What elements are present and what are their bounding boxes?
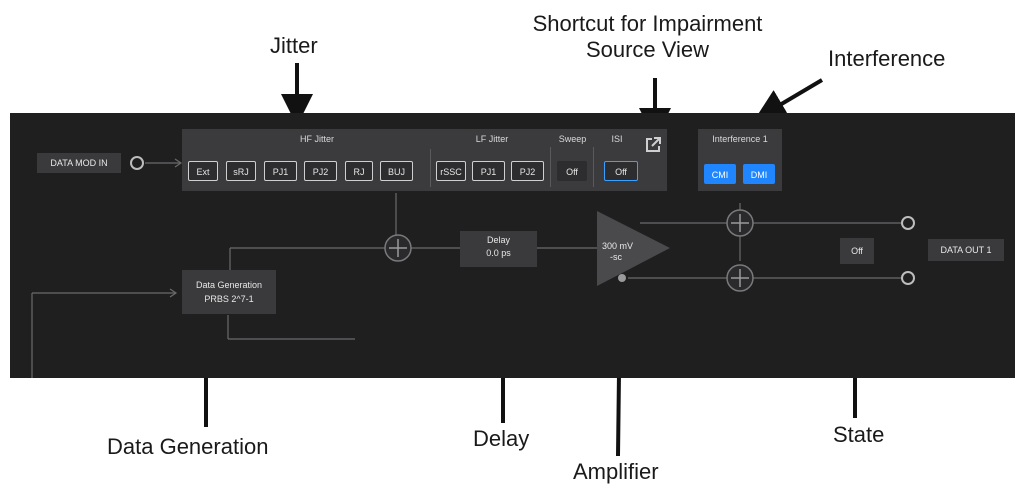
data-generation-label: Data Generation <box>195 280 263 290</box>
interference-cmi-button[interactable]: CMI <box>704 164 736 184</box>
isi-toggle[interactable]: Off <box>604 161 638 181</box>
amplifier-symbol <box>597 211 670 286</box>
delay-value: 0.0 ps <box>486 248 511 258</box>
callout-state: State <box>833 422 885 447</box>
callout-delay: Delay <box>473 426 530 451</box>
lf-jitter-pj1-button[interactable]: PJ1 <box>472 161 505 181</box>
data-out-1-label[interactable]: DATA OUT 1 <box>928 239 1004 261</box>
signal-wiring <box>31 156 915 378</box>
sweep-toggle[interactable]: Off <box>557 161 587 181</box>
data-mod-in-label[interactable]: DATA MOD IN <box>37 153 121 173</box>
interference-group: Interference 1 CMI DMI <box>698 129 782 191</box>
jitter-group: HF Jitter LF Jitter Sweep ISI Ext sRJ PJ… <box>182 129 667 191</box>
isi-title: ISI <box>611 134 623 144</box>
sweep-title: Sweep <box>558 134 587 144</box>
data-generation-block[interactable]: Data Generation PRBS 2^7-1 <box>182 270 276 314</box>
lf-jitter-rssc-button[interactable]: rSSC <box>436 161 466 181</box>
lf-jitter-pj2-button[interactable]: PJ2 <box>511 161 544 181</box>
delay-block[interactable]: Delay 0.0 ps <box>460 231 537 267</box>
callout-shortcut-line1: Shortcut for Impairment <box>532 11 763 36</box>
interference-title: Interference 1 <box>712 134 768 144</box>
data-out-port-negative <box>901 271 915 285</box>
data-mod-in-port <box>130 156 144 170</box>
output-state-toggle[interactable]: Off <box>840 238 874 264</box>
amplifier-amplitude: 300 mV <box>602 241 634 251</box>
arrow-interference <box>754 78 824 121</box>
callout-jitter: Jitter <box>270 33 318 58</box>
data-generation-pattern: PRBS 2^7-1 <box>204 294 254 304</box>
data-out-port-positive <box>901 216 915 230</box>
delay-label: Delay <box>486 235 510 245</box>
hf-jitter-srj-button[interactable]: sRJ <box>226 161 256 181</box>
amplifier-mode: -sc <box>610 252 622 262</box>
hf-jitter-rj-button[interactable]: RJ <box>345 161 373 181</box>
callout-shortcut-line2: Source View <box>585 37 710 62</box>
callout-amplifier: Amplifier <box>573 459 659 484</box>
signal-path-panel: DATA MOD IN HF Jitter LF Jitter Sweep IS… <box>10 113 1015 378</box>
amplifier-readout[interactable]: 300 mV -sc <box>602 241 652 263</box>
external-link-icon[interactable] <box>644 136 662 154</box>
lf-jitter-title: LF Jitter <box>475 134 509 144</box>
hf-jitter-pj1-button[interactable]: PJ1 <box>264 161 297 181</box>
interference-dmi-button[interactable]: DMI <box>743 164 775 184</box>
hf-jitter-title: HF Jitter <box>299 134 334 144</box>
hf-jitter-ext-button[interactable]: Ext <box>188 161 218 181</box>
hf-jitter-pj2-button[interactable]: PJ2 <box>304 161 337 181</box>
hf-jitter-buj-button[interactable]: BUJ <box>380 161 413 181</box>
callout-data-generation: Data Generation <box>107 434 269 459</box>
callout-shortcut: Shortcut for Impairment Source View <box>510 11 785 63</box>
callout-interference: Interference <box>828 46 946 71</box>
